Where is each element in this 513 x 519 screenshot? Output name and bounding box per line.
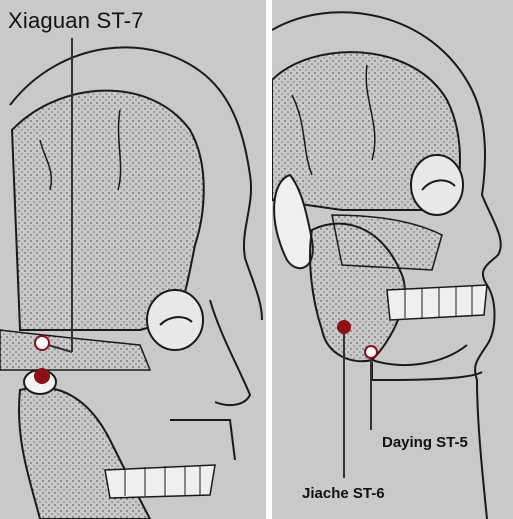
lower-point-marker (34, 368, 50, 384)
left-skull-illustration (0, 0, 266, 519)
jiache-label: Jiache ST-6 (302, 485, 385, 502)
right-skull-panel: Daying ST-5 Jiache ST-6 (272, 0, 513, 519)
xiaguan-label: Xiaguan ST-7 (8, 8, 144, 34)
jiache-point-marker (337, 320, 351, 334)
mandible (19, 387, 150, 519)
xiaguan-point-marker (35, 336, 49, 350)
daying-point-marker (365, 346, 377, 358)
nose (210, 300, 250, 405)
left-skull-panel: Xiaguan ST-7 (0, 0, 266, 519)
daying-label: Daying ST-5 (382, 434, 468, 451)
